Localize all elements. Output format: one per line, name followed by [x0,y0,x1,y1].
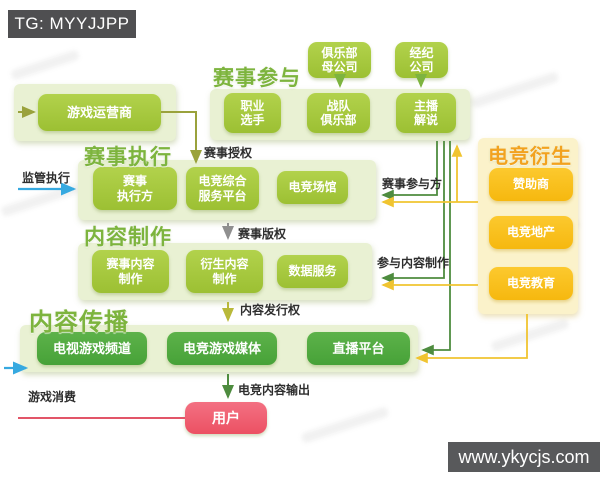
node-data-service: 数据服务 [277,255,348,288]
label-event-participants: 赛事参与方 [382,177,443,191]
node-club-parent-company: 俱乐部 母公司 [308,42,371,78]
node-team-club: 战队 俱乐部 [307,93,370,133]
node-pro-player: 职业 选手 [224,93,281,133]
watermark [470,71,560,109]
watermark [0,182,80,218]
node-tv-game-channel: 电视游戏频道 [37,332,147,365]
section-title-distribution: 内容传播 [29,309,129,336]
node-derivative-content-production: 衍生内容 制作 [186,250,263,293]
tg-watermark-badge: TG: MYYJJPP [8,10,136,38]
connector-participants-to-live-platform [421,141,451,356]
label-game-consumption: 游戏消费 [28,390,77,404]
section-title-execution: 赛事执行 [84,146,172,169]
node-game-operator: 游戏运营商 [38,94,161,131]
label-join-content-production: 参与内容制作 [377,256,450,270]
node-agency-company: 经纪 公司 [395,42,448,78]
node-sponsor: 赞助商 [489,168,573,201]
node-anchor-commentator: 主播 解说 [396,93,456,133]
watermark [490,317,570,353]
label-event-authorization: 赛事授权 [204,146,253,160]
node-esports-service-platform: 电竞综合 服务平台 [186,167,259,210]
node-event-executor: 赛事 执行方 [93,167,177,210]
section-title-participation: 赛事参与 [213,67,301,90]
watermark [300,406,390,444]
node-esports-real-estate: 电竞地产 [489,216,573,249]
node-esports-venue: 电竞场馆 [277,171,348,204]
website-badge: www.ykycjs.com [448,442,600,472]
node-live-platform: 直播平台 [307,332,410,365]
label-event-copyright: 赛事版权 [238,227,287,241]
node-esports-education: 电竞教育 [489,267,573,300]
section-title-derivatives: 电竞衍生 [488,146,572,168]
label-content-distribution-right: 内容发行权 [240,303,301,317]
node-esports-game-media: 电竞游戏媒体 [167,332,277,365]
label-esports-content-output: 电竞内容输出 [238,383,311,397]
node-user: 用户 [185,402,267,434]
node-event-content-production: 赛事内容 制作 [92,250,169,293]
section-title-production: 内容制作 [84,226,172,249]
watermark [10,49,80,81]
label-regulation: 监管执行 [22,171,71,185]
